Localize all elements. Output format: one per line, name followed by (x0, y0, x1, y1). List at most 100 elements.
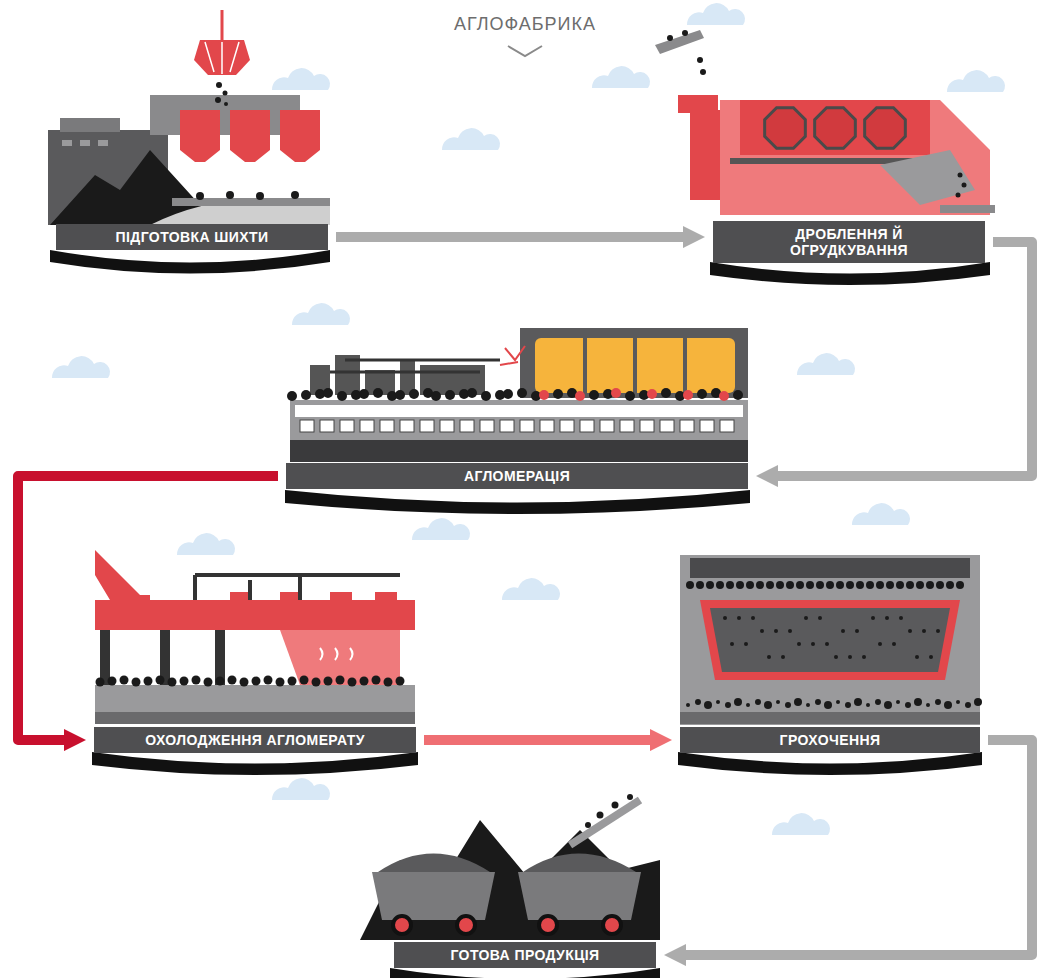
finished-product-art (360, 794, 660, 978)
sinter-lump (384, 678, 393, 687)
sinter-lump (287, 391, 297, 401)
sinter-lump (372, 676, 381, 685)
sinter-lump (922, 629, 926, 633)
sinter-lump (373, 388, 383, 398)
sinter-lump (915, 655, 919, 659)
sinter-lump (725, 702, 731, 708)
sinter-lump (956, 581, 964, 589)
sinter-lump (916, 581, 924, 589)
sinter-lump (467, 388, 477, 398)
sinter-lump (875, 699, 881, 705)
sinter-lump (746, 703, 750, 707)
sinter-lump (836, 581, 844, 589)
sinter-lump (760, 629, 764, 633)
cloud (947, 70, 1005, 92)
sinter-lump (905, 702, 911, 708)
pallet (660, 420, 674, 432)
sinter-lump (686, 703, 690, 707)
sinter-lump (252, 677, 261, 686)
sinter-lump (884, 701, 892, 709)
sinter-lump (785, 702, 791, 708)
stage-plate: ГОТОВА ПРОДУКЦІЯ (394, 942, 656, 968)
stage-plate: ОХОЛОДЖЕННЯ АГЛОМЕРАТУ (94, 727, 416, 753)
sinter-lump (796, 581, 804, 589)
sinter-lump (811, 642, 815, 646)
sinter-lump (264, 676, 273, 685)
pallet (380, 420, 394, 432)
sinter-lump (730, 642, 734, 646)
roller (815, 108, 856, 149)
sinter-lump (826, 581, 834, 589)
cloud (852, 503, 910, 525)
sinter-lump (885, 616, 889, 620)
chevron (508, 46, 542, 56)
sinter-lump (929, 655, 933, 659)
sinter-lump (180, 677, 189, 686)
sinter-lump (431, 391, 441, 401)
stage-label: ГОТОВА ПРОДУКЦІЯ (450, 947, 599, 963)
sinter-lump (348, 678, 357, 687)
sinter-lump (503, 389, 513, 399)
sinter-lump (774, 629, 778, 633)
sinter-lump (899, 616, 903, 620)
flow-arrow (424, 735, 650, 745)
sinter-lump (862, 655, 866, 659)
cloud (272, 68, 330, 90)
sinter-lump (876, 581, 884, 589)
sinter-lump (751, 616, 755, 620)
pallet (620, 420, 634, 432)
sinter-lump (611, 388, 621, 398)
sinter-lump (855, 629, 859, 633)
sinter-lump (825, 642, 829, 646)
sinter-lump (276, 678, 285, 687)
sinter-lump (848, 655, 852, 659)
sinter-lump (216, 677, 225, 686)
sinter-lump (324, 677, 333, 686)
sinter-lump (892, 642, 896, 646)
sinter-lump (625, 391, 635, 401)
cloud (292, 303, 350, 325)
sinter-lump (120, 676, 129, 685)
flow-arrow (778, 242, 1032, 476)
sinter-lump (788, 629, 792, 633)
sinter-lump (156, 676, 165, 685)
sinter-lump (896, 581, 904, 589)
sinter-lump (856, 581, 864, 589)
sinter-lump (926, 703, 930, 707)
sinter-lump (409, 389, 419, 399)
sinter-lump (716, 700, 720, 704)
pallet (440, 420, 454, 432)
sinter-lump (786, 581, 794, 589)
sinter-lump (764, 701, 772, 709)
sinter-lump (766, 581, 774, 589)
sinter-lump (767, 655, 771, 659)
sinter-lump (301, 390, 311, 400)
sinter-lump (755, 699, 761, 705)
pallet (520, 420, 534, 432)
sinter-lump (312, 678, 321, 687)
pallet (460, 420, 474, 432)
sinter-lump (288, 677, 297, 686)
stage-label: ОХОЛОДЖЕННЯ АГЛОМЕРАТУ (145, 732, 365, 748)
cloud (272, 778, 330, 800)
sinter-lump (697, 389, 707, 399)
stage-plate: ГРОХОЧЕННЯ (680, 727, 980, 753)
sinter-lump (914, 698, 922, 706)
cloud (592, 66, 650, 88)
sinter-lump (686, 581, 694, 589)
sinter-lump (168, 678, 177, 687)
stage-plate: ПІДГОТОВКА ШИХТИ (56, 224, 328, 250)
sinter-lump (908, 629, 912, 633)
sinter-lump (926, 581, 934, 589)
pallet (580, 420, 594, 432)
pallet (700, 420, 714, 432)
sinter-lump (336, 676, 345, 685)
sinter-lump (737, 616, 741, 620)
sinter-lump (723, 616, 727, 620)
pallet (300, 420, 314, 432)
sinter-lump (776, 581, 784, 589)
pallet (320, 420, 334, 432)
sinter-lump (96, 678, 105, 687)
cloud (442, 128, 500, 150)
roller (865, 108, 906, 149)
